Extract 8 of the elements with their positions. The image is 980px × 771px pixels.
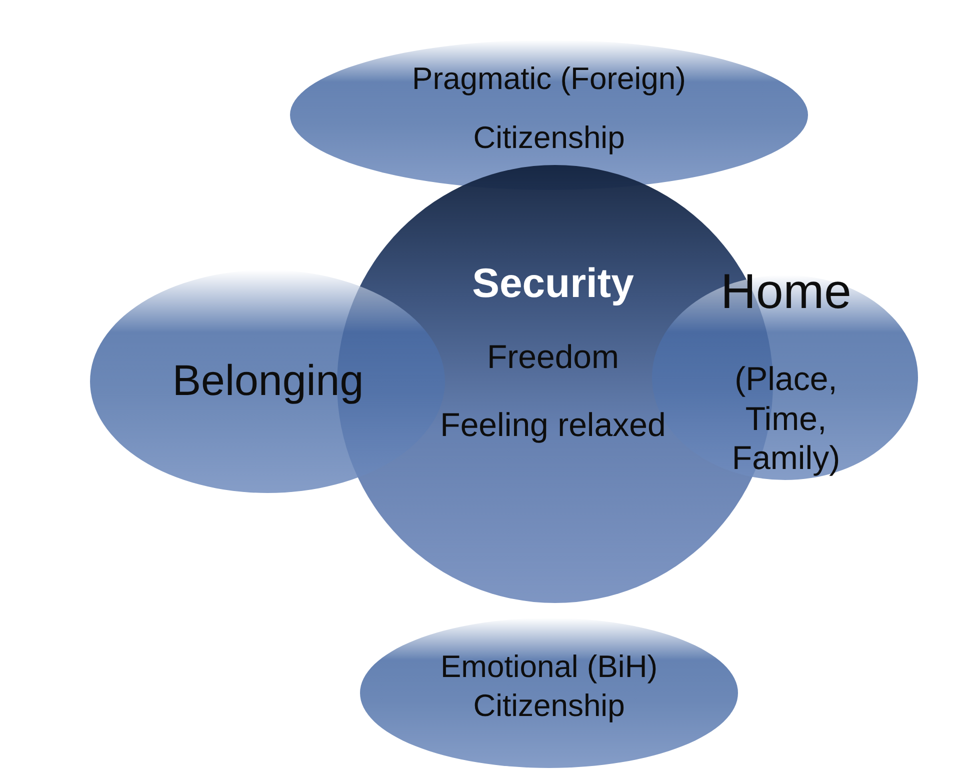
node-label: Feeling relaxed — [439, 405, 667, 445]
node-label: Belonging — [171, 356, 365, 407]
node-heading: Security — [471, 259, 635, 308]
node-label: Freedom — [486, 337, 620, 377]
node-label: Emotional (BiH) Citizenship — [439, 648, 659, 725]
node-heading: Home — [720, 264, 852, 321]
node-label: (Place, Time, Family) — [730, 359, 842, 478]
node-label: Pragmatic (Foreign) Citizenship — [411, 60, 687, 157]
